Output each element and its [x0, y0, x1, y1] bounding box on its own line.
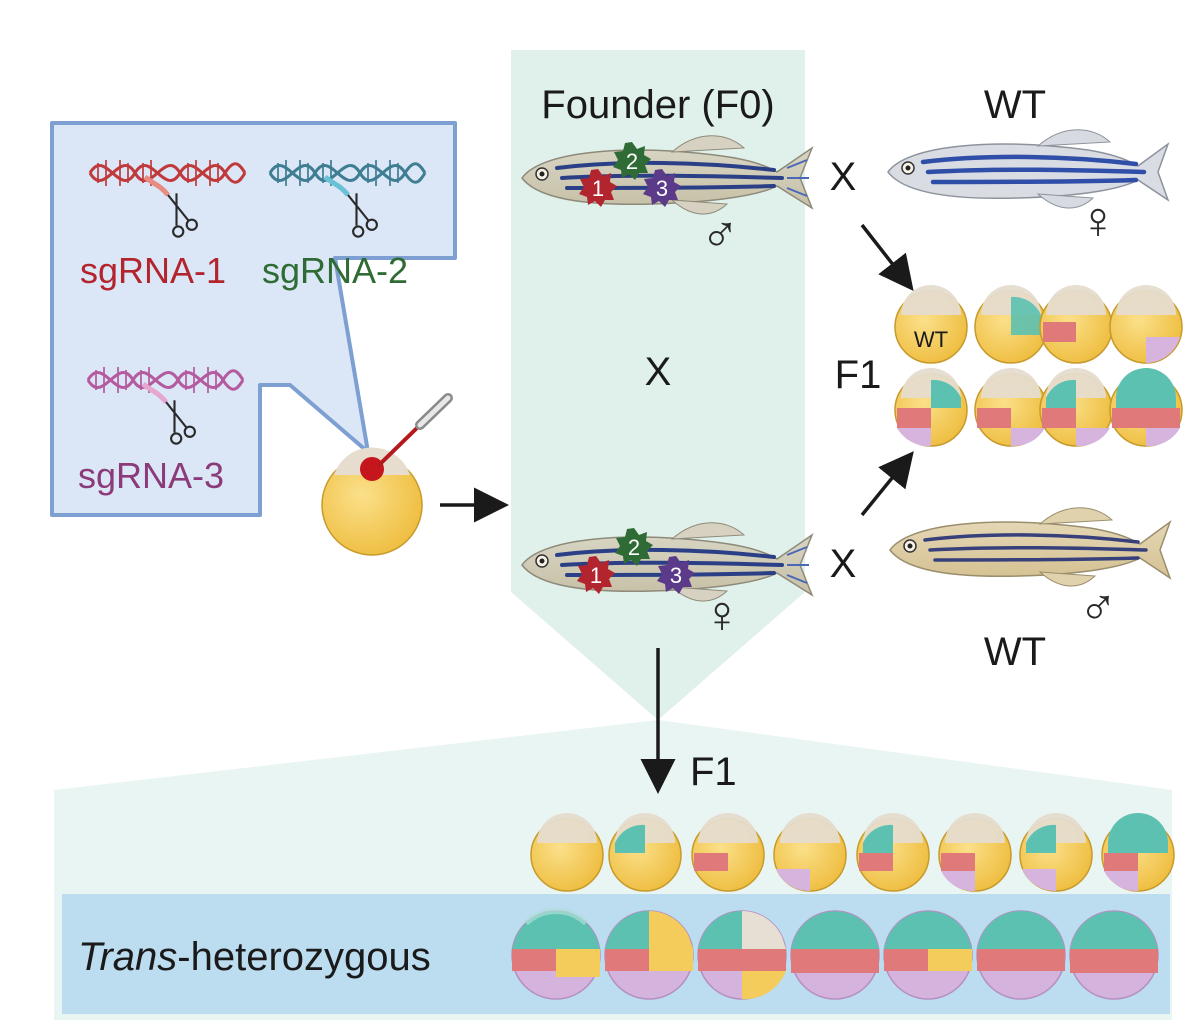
sgrna-3-label: sgRNA-3: [78, 455, 224, 496]
mutation-badge-2: 2: [615, 528, 653, 566]
trans-egg: [511, 908, 601, 1000]
svg-text:3: 3: [670, 563, 682, 588]
wt-female-fish: [887, 129, 1170, 209]
wt-top-label: WT: [984, 83, 1046, 127]
f1-egg: [1109, 284, 1183, 364]
f1-right-label: F1: [835, 353, 882, 397]
dna-sgrna-1-icon: [88, 158, 247, 238]
sgrna-speech-bubble: [50, 121, 457, 517]
male-symbol-wt: ♂: [1079, 579, 1118, 637]
svg-text:1: 1: [590, 563, 602, 588]
f1-egg-wt: WT: [894, 284, 968, 364]
svg-text:3: 3: [656, 176, 668, 201]
f1-bottom-label: F1: [690, 750, 737, 794]
trans-egg: [976, 910, 1066, 1000]
mutation-badge-1: 1: [579, 169, 617, 207]
f1-bottom-egg-row: [530, 812, 1175, 892]
arrow-bottom-cross-to-f1: [860, 451, 914, 517]
injected-embryo: [321, 447, 423, 556]
trans-egg: [790, 910, 880, 1000]
f1-egg: [1039, 367, 1113, 447]
svg-text:WT: WT: [914, 327, 948, 352]
female-symbol-wt: ♀: [1079, 192, 1118, 250]
cross-symbol-bottom: X: [830, 542, 857, 586]
mutation-badge-1: 1: [577, 556, 615, 594]
founder-male-fish: 2 1 3: [520, 133, 814, 217]
f1-egg: [894, 367, 968, 447]
f1-egg: [691, 812, 765, 892]
f1-egg: [974, 284, 1048, 364]
cross-symbol-middle: X: [645, 350, 672, 394]
f1-egg: [608, 812, 682, 892]
mutation-badge-3: 3: [657, 556, 695, 594]
trans-egg: [604, 910, 694, 1000]
founder-female-fish: 2 1 3: [520, 520, 814, 604]
female-symbol-founder: ♀: [703, 586, 742, 644]
cross-symbol-top: X: [830, 155, 857, 199]
svg-text:1: 1: [592, 176, 604, 201]
dna-sgrna-2-icon: [268, 158, 427, 238]
injection-needle-icon: [376, 393, 453, 468]
male-symbol-founder: ♂: [701, 206, 740, 264]
arrow-top-cross-to-f1: [860, 223, 914, 292]
wt-bottom-label: WT: [984, 630, 1046, 674]
f1-egg: [1039, 284, 1113, 364]
f1-egg: [1019, 812, 1093, 892]
sgrna-2-label: sgRNA-2: [262, 250, 408, 291]
svg-text:2: 2: [626, 149, 638, 174]
trans-egg: [883, 910, 973, 1000]
mutation-badge-3: 3: [643, 169, 681, 207]
founder-title: Founder (F0): [541, 83, 774, 127]
trans-heterozygous-egg-row: [511, 908, 1159, 1000]
f1-egg: [938, 812, 1012, 892]
trans-egg: [697, 910, 787, 1000]
trans-egg: [1069, 910, 1159, 1000]
f1-egg: [974, 367, 1048, 447]
wt-male-fish: [889, 507, 1172, 587]
svg-text:2: 2: [628, 535, 640, 560]
f1-egg: [856, 812, 930, 892]
sgrna-1-label: sgRNA-1: [80, 250, 226, 291]
f1-egg: [773, 812, 847, 892]
trans-heterozygous-label: Trans-heterozygous: [78, 935, 431, 979]
dna-sgrna-3-icon: [86, 365, 245, 445]
f1-egg: [1109, 367, 1183, 447]
mutation-badge-2: 2: [613, 142, 651, 180]
f1-egg: [1101, 812, 1175, 892]
